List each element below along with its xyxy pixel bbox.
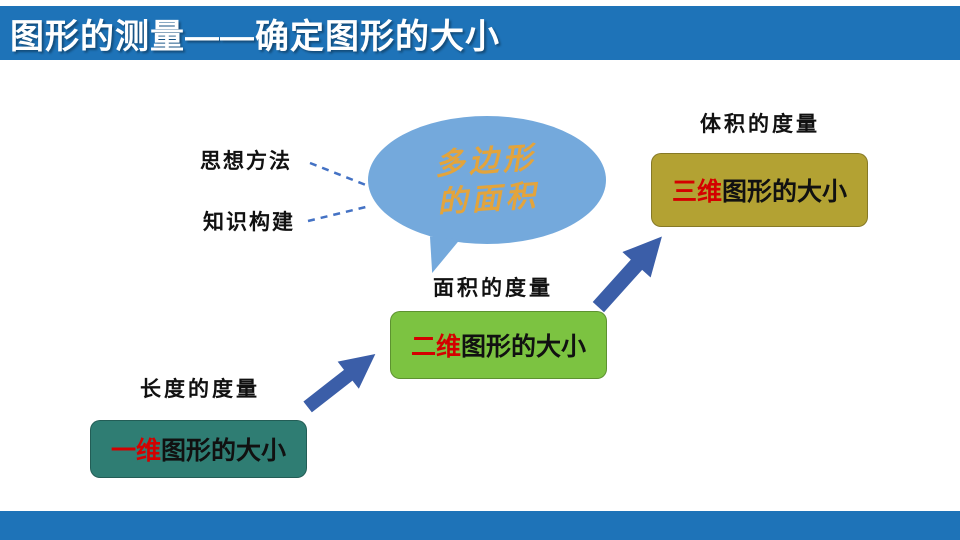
arrow-1d-to-2d-icon [296,340,389,425]
node-2d-size: 二维图形的大小 [390,311,607,379]
speech-bubble: 多边形 的面积 [368,116,606,244]
node-3d-size: 三维图形的大小 [651,153,868,227]
node-3d-highlight: 三维 [671,178,722,206]
bubble-line2: 的面积 [436,177,541,220]
slide-title: 图形的测量——确定图形的大小 [10,17,500,56]
node-1d-rest: 图形的大小 [161,437,287,465]
bubble-line1: 多边形 [433,140,538,183]
node-3d-rest: 图形的大小 [722,178,848,206]
header-bar: 图形的测量——确定图形的大小 [0,6,960,60]
caption-area-measure: 面积的度量 [433,275,553,300]
bubble-text: 多边形 的面积 [434,139,541,221]
node-1d-highlight: 一维 [110,437,161,465]
footer-bar [0,511,960,540]
annotation-knowledge-building: 知识构建 [203,209,295,234]
annotation-thinking-method: 思想方法 [200,148,292,173]
node-2d-rest: 图形的大小 [461,333,587,361]
node-1d-size: 一维图形的大小 [90,420,307,478]
speech-bubble-tail-icon [426,236,460,276]
node-2d-highlight: 二维 [410,333,461,361]
caption-length-measure: 长度的度量 [140,376,260,401]
caption-volume-measure: 体积的度量 [700,111,820,136]
arrow-2d-to-3d-icon [584,223,680,323]
